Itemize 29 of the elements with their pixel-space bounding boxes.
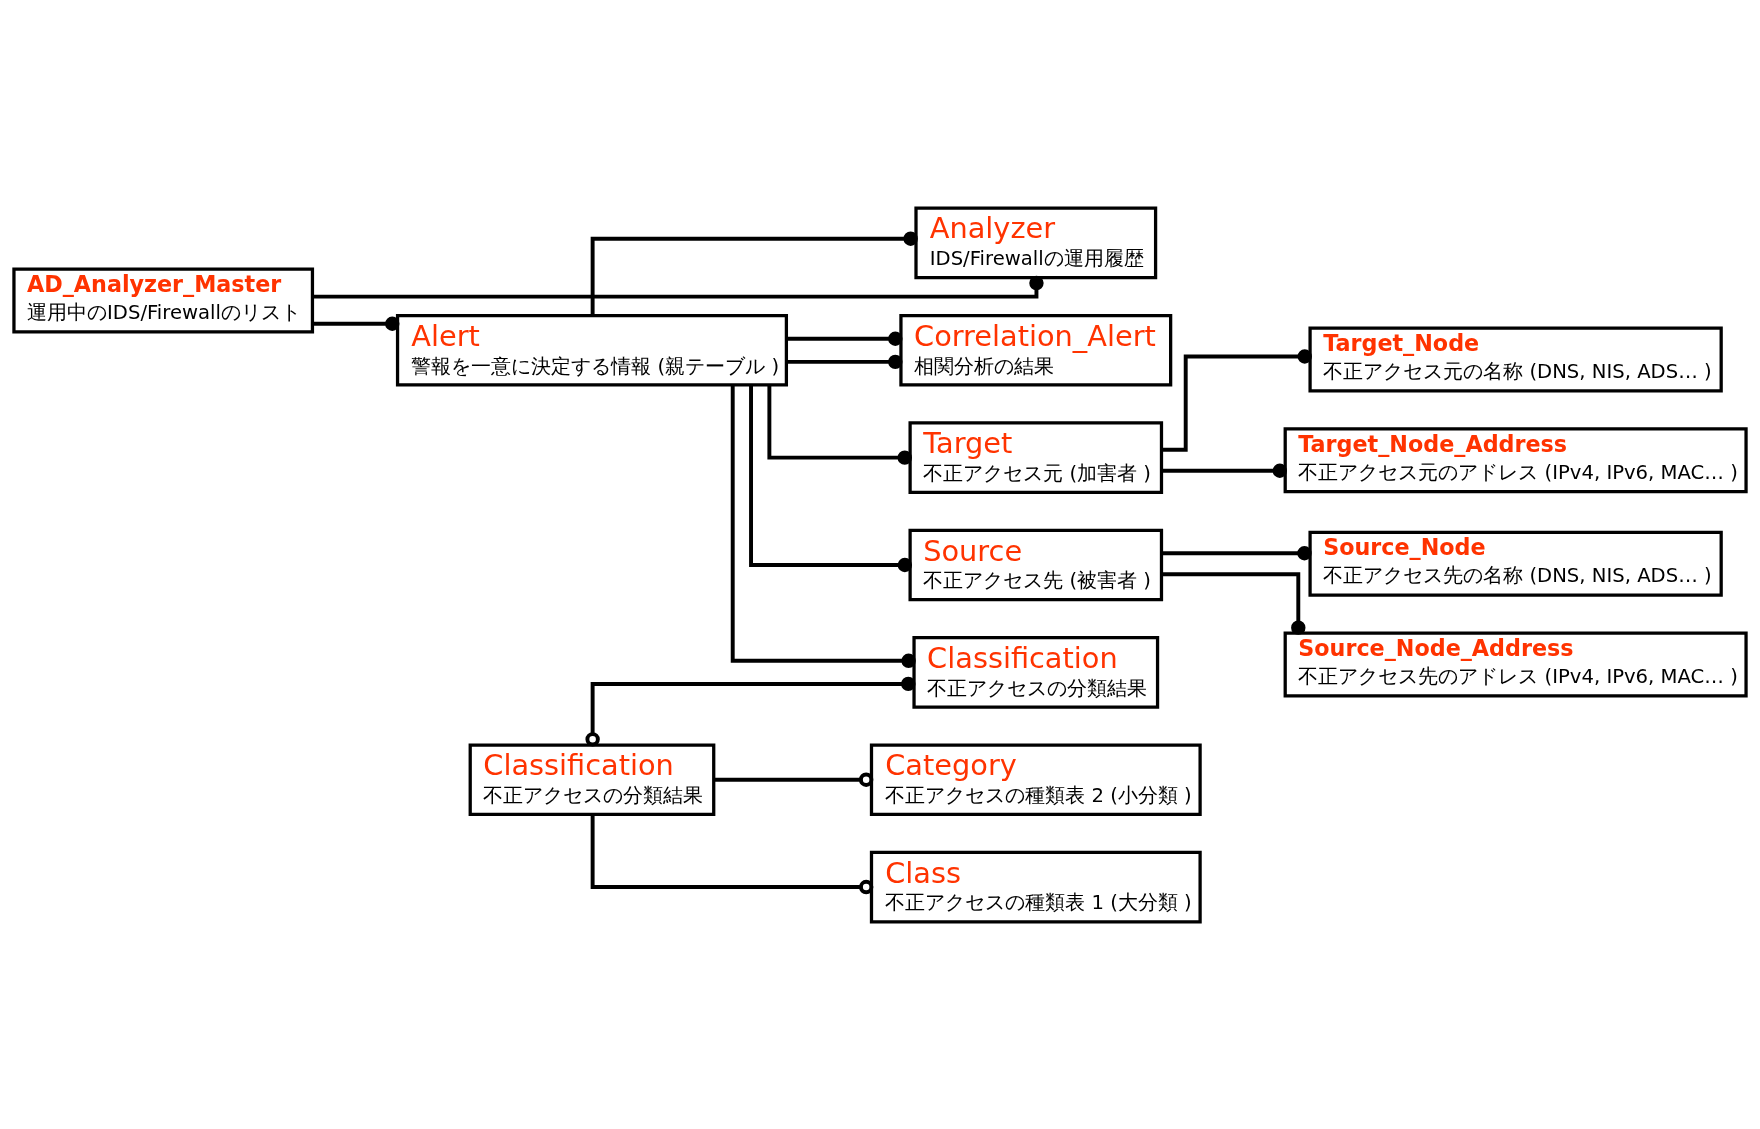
- connector: [312, 275, 1044, 299]
- node-box: Target 不正アクセス元 (加害者 ): [908, 420, 1164, 494]
- node-box: Target_Node 不正アクセス元の名称 (DNS, NIS, ADS… ): [1308, 325, 1723, 392]
- node-box: Class 不正アクセスの種類表 1 (大分類 ): [869, 850, 1202, 923]
- connector: [1161, 571, 1306, 635]
- connector: [590, 814, 874, 894]
- node-box: Source_Node 不正アクセス先の名称 (DNS, NIS, ADS… ): [1308, 530, 1723, 597]
- node-box: Source_Node_Address 不正アクセス先のアドレス (IPv4, IPv6, MAC… ): [1283, 630, 1748, 698]
- connector: [1161, 463, 1287, 478]
- connector: [585, 676, 916, 747]
- connector: [1161, 348, 1312, 452]
- connector: [312, 316, 400, 331]
- connector: [749, 384, 913, 572]
- connector: [767, 384, 912, 465]
- node-box: Target_Node_Address 不正アクセス元のアドレス (IPv4, IPv6, MAC… ): [1283, 426, 1748, 493]
- connector: [590, 230, 918, 316]
- node-box: Category 不正アクセスの種類表 2 (小分類 ): [869, 742, 1202, 816]
- node-box: Alert 警報を一意に決定する情報 (親テーブル ): [395, 313, 789, 387]
- node-box: Analyzer IDS/Firewallの運用履歴: [914, 206, 1158, 279]
- connector: [1161, 545, 1312, 560]
- connector: [786, 354, 903, 369]
- connector: [730, 384, 916, 668]
- connector: [713, 772, 874, 787]
- node-box: Classification 不正アクセスの分類結果: [912, 635, 1160, 709]
- node-box: AD_Analyzer_Master 運用中のIDS/Firewallのリスト: [12, 267, 315, 334]
- node-box: Correlation_Alert 相関分析の結果: [899, 313, 1173, 387]
- node-box: Source 不正アクセス先 (被害者 ): [908, 528, 1164, 601]
- node-box: Classification 不正アクセスの分類結果: [468, 742, 716, 816]
- connector: [786, 331, 903, 346]
